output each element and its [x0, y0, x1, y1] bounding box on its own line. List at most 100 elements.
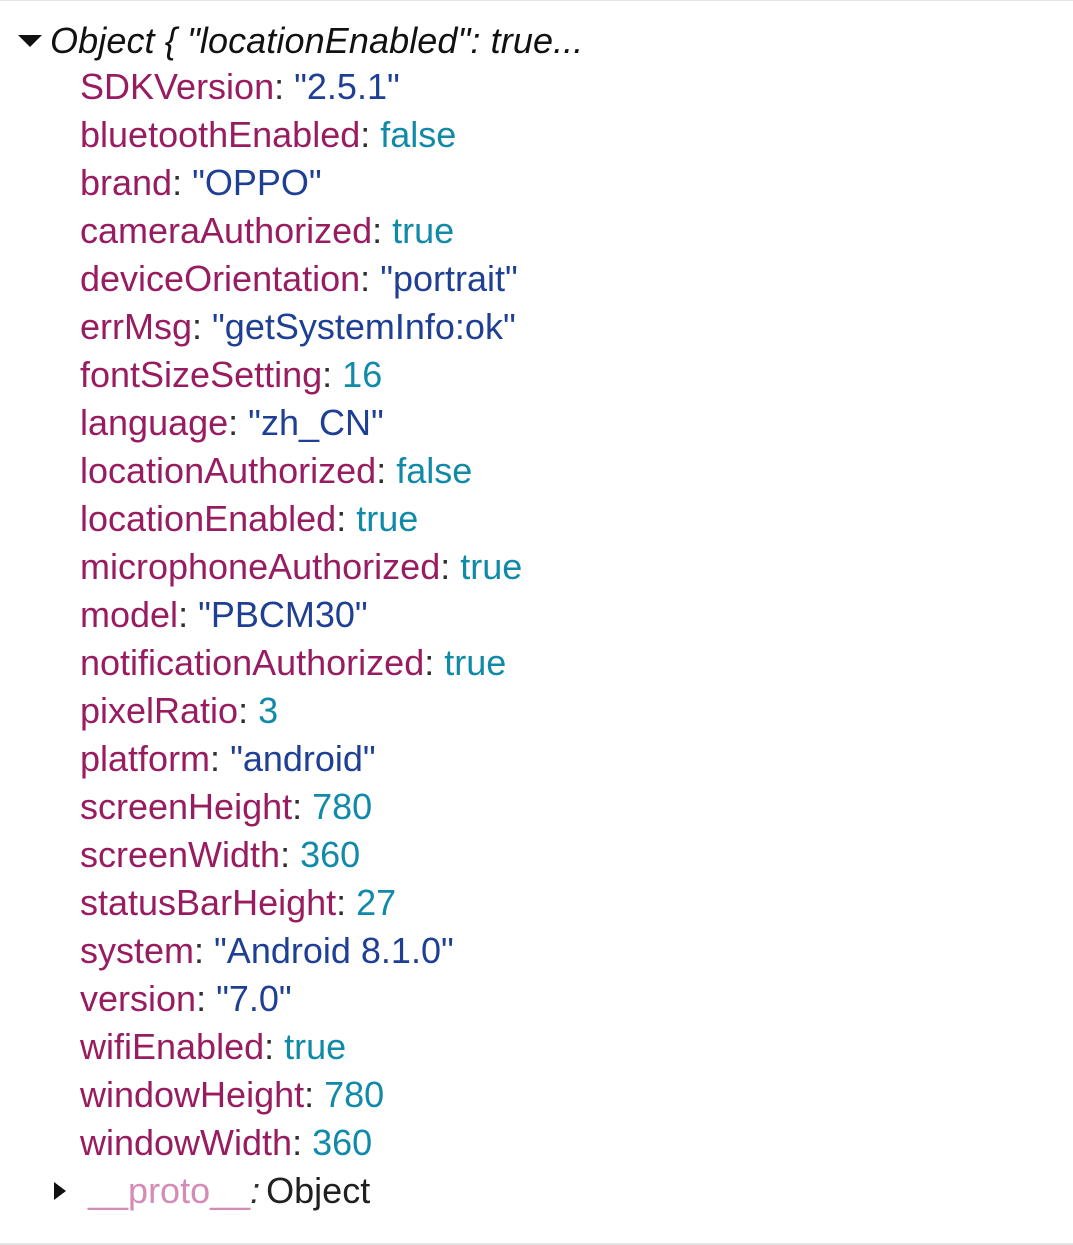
- property-value: "7.0": [216, 978, 292, 1019]
- property-key: statusBarHeight: [80, 882, 337, 923]
- property-value: "portrait": [380, 258, 518, 299]
- property-row: platform: "android": [80, 735, 522, 783]
- property-value: 16: [342, 354, 383, 395]
- property-colon: :: [336, 498, 357, 539]
- property-row: windowWidth: 360: [80, 1119, 522, 1167]
- property-value: true: [392, 210, 455, 251]
- property-row: version: "7.0": [80, 975, 522, 1023]
- property-colon: :: [376, 450, 397, 491]
- property-colon: :: [322, 354, 343, 395]
- property-colon: :: [264, 1026, 285, 1067]
- property-key: microphoneAuthorized: [80, 546, 441, 587]
- property-key: version: [80, 978, 197, 1019]
- property-key: bluetoothEnabled: [80, 114, 361, 155]
- property-key: system: [80, 930, 195, 971]
- property-key: deviceOrientation: [80, 258, 361, 299]
- property-row: system: "Android 8.1.0": [80, 927, 522, 975]
- property-value: 780: [324, 1074, 385, 1115]
- property-value: "getSystemInfo:ok": [212, 306, 516, 347]
- property-key: fontSizeSetting: [80, 354, 323, 395]
- property-key: errMsg: [80, 306, 193, 347]
- property-list: SDKVersion: "2.5.1"bluetoothEnabled: fal…: [80, 63, 522, 1167]
- property-colon: :: [304, 1074, 325, 1115]
- property-colon: :: [292, 1122, 313, 1163]
- property-value: "OPPO": [192, 162, 322, 203]
- property-key: locationAuthorized: [80, 450, 377, 491]
- property-value: 780: [312, 786, 373, 827]
- property-value: "android": [230, 738, 376, 779]
- property-key: windowHeight: [80, 1074, 305, 1115]
- property-row: windowHeight: 780: [80, 1071, 522, 1119]
- property-key: windowWidth: [80, 1122, 293, 1163]
- proto-value: Object: [266, 1170, 371, 1211]
- proto-key: __proto__: [88, 1170, 251, 1211]
- property-row: model: "PBCM30": [80, 591, 522, 639]
- property-key: screenWidth: [80, 834, 281, 875]
- property-value: "Android 8.1.0": [214, 930, 454, 971]
- property-row: statusBarHeight: 27: [80, 879, 522, 927]
- property-key: locationEnabled: [80, 498, 337, 539]
- property-value: 360: [300, 834, 361, 875]
- property-value: true: [444, 642, 507, 683]
- property-key: platform: [80, 738, 211, 779]
- property-colon: :: [238, 690, 259, 731]
- object-summary: Object { "locationEnabled": true...: [50, 20, 584, 61]
- property-key: SDKVersion: [80, 66, 275, 107]
- property-value: "2.5.1": [294, 66, 400, 107]
- property-colon: :: [292, 786, 313, 827]
- property-value: true: [356, 498, 419, 539]
- property-row: screenWidth: 360: [80, 831, 522, 879]
- property-key: notificationAuthorized: [80, 642, 425, 683]
- property-colon: :: [178, 594, 199, 635]
- property-row: locationAuthorized: false: [80, 447, 522, 495]
- property-row: notificationAuthorized: true: [80, 639, 522, 687]
- property-row: language: "zh_CN": [80, 399, 522, 447]
- property-colon: :: [360, 114, 381, 155]
- object-header[interactable]: Object { "locationEnabled": true...: [18, 19, 583, 63]
- property-colon: :: [192, 306, 213, 347]
- property-key: pixelRatio: [80, 690, 239, 731]
- property-value: 27: [356, 882, 397, 923]
- property-row: deviceOrientation: "portrait": [80, 255, 522, 303]
- property-row: screenHeight: 780: [80, 783, 522, 831]
- property-row: pixelRatio: 3: [80, 687, 522, 735]
- property-colon: :: [360, 258, 381, 299]
- property-row: microphoneAuthorized: true: [80, 543, 522, 591]
- property-colon: :: [336, 882, 357, 923]
- property-value: false: [396, 450, 473, 491]
- property-colon: :: [274, 66, 295, 107]
- property-row: cameraAuthorized: true: [80, 207, 522, 255]
- property-value: false: [380, 114, 457, 155]
- property-row: brand: "OPPO": [80, 159, 522, 207]
- property-key: cameraAuthorized: [80, 210, 373, 251]
- property-value: "zh_CN": [248, 402, 384, 443]
- property-value: true: [460, 546, 523, 587]
- property-key: screenHeight: [80, 786, 293, 827]
- property-colon: :: [424, 642, 445, 683]
- property-colon: :: [210, 738, 231, 779]
- property-colon: :: [440, 546, 461, 587]
- property-row: bluetoothEnabled: false: [80, 111, 522, 159]
- property-colon: :: [196, 978, 217, 1019]
- property-value: 360: [312, 1122, 373, 1163]
- property-colon: :: [372, 210, 393, 251]
- property-row: locationEnabled: true: [80, 495, 522, 543]
- property-key: language: [80, 402, 229, 443]
- proto-colon: :: [250, 1170, 261, 1211]
- property-key: wifiEnabled: [80, 1026, 265, 1067]
- property-value: 3: [258, 690, 279, 731]
- property-row: SDKVersion: "2.5.1": [80, 63, 522, 111]
- property-value: "PBCM30": [198, 594, 368, 635]
- triangle-right-icon[interactable]: [54, 1182, 66, 1200]
- property-row: errMsg: "getSystemInfo:ok": [80, 303, 522, 351]
- property-key: brand: [80, 162, 173, 203]
- property-row: fontSizeSetting: 16: [80, 351, 522, 399]
- property-row: wifiEnabled: true: [80, 1023, 522, 1071]
- property-value: true: [284, 1026, 347, 1067]
- property-colon: :: [172, 162, 193, 203]
- property-colon: :: [228, 402, 249, 443]
- proto-row[interactable]: __proto__: Object: [54, 1167, 370, 1215]
- property-key: model: [80, 594, 179, 635]
- triangle-down-icon[interactable]: [18, 35, 42, 47]
